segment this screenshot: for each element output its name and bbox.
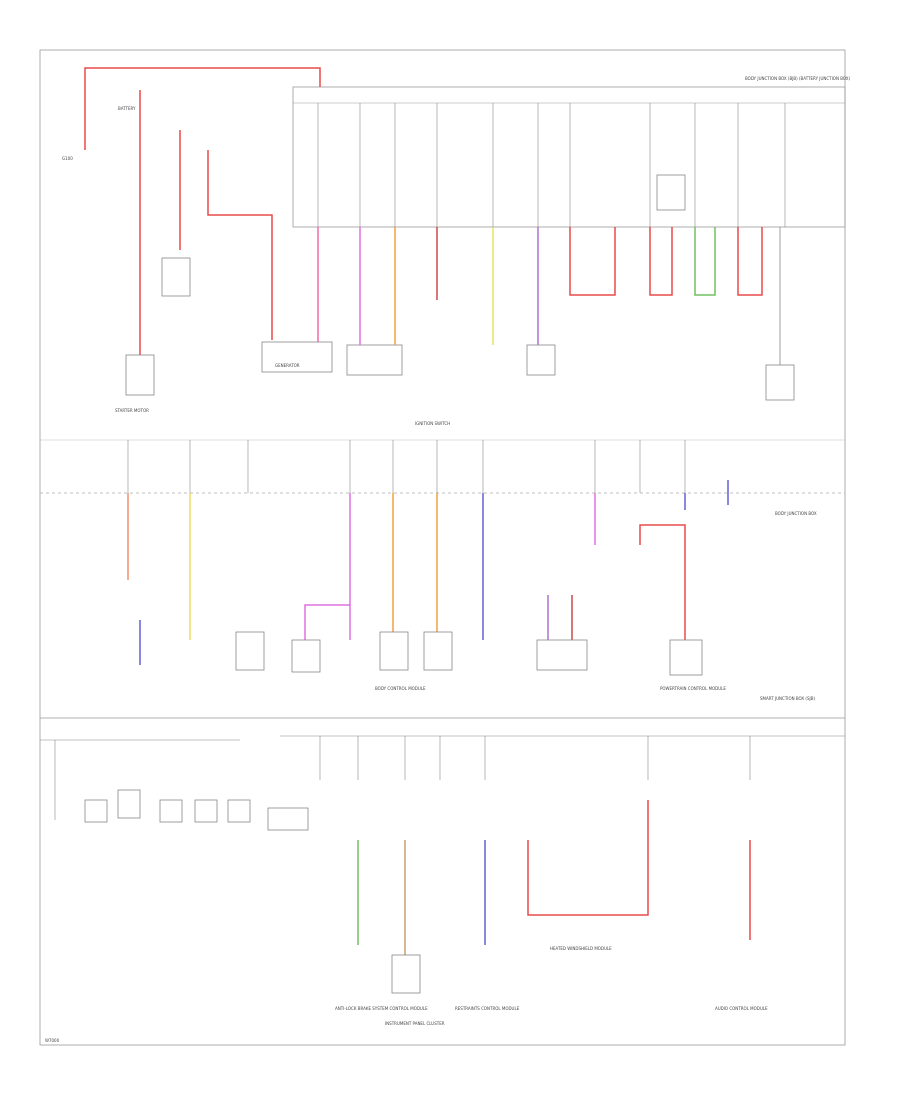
- bottom-box-2: [117, 789, 141, 819]
- fuse-drops-mid: [127, 440, 686, 493]
- wire-magenta-3: [304, 604, 350, 640]
- mid-box-5: [536, 639, 588, 671]
- bottom-box-6: [267, 807, 309, 831]
- label-starter: STARTER MOTOR: [115, 408, 149, 413]
- mid-box-3: [379, 631, 409, 671]
- label-generator: GENERATOR: [275, 363, 300, 368]
- component-box-1: [161, 257, 191, 297]
- wire-red-5: [527, 800, 649, 916]
- label-bottom-module-b: INSTRUMENT PANEL CLUSTER: [385, 1021, 445, 1026]
- generator-box: [261, 341, 333, 373]
- component-box-4: [765, 364, 795, 401]
- label-battery: BATTERY: [118, 106, 136, 111]
- wire-green-loop: [694, 227, 716, 296]
- bottom-box-4: [194, 799, 218, 823]
- outer-frame: [39, 49, 846, 1046]
- component-box-3: [526, 344, 556, 376]
- label-ground: G100: [62, 156, 73, 161]
- mid-box-4: [423, 631, 453, 671]
- fuse-drops-top: [317, 103, 786, 227]
- mid-box-1: [235, 631, 265, 671]
- label-ignition: IGNITION SWITCH: [415, 421, 450, 426]
- label-mid-module: BODY CONTROL MODULE: [375, 686, 426, 691]
- wire-red-4: [639, 524, 686, 640]
- battery-wire: [84, 67, 321, 87]
- label-top-right: BODY JUNCTION BOX (BJB) (BATTERY JUNCTIO…: [745, 76, 851, 81]
- label-bottom-right-lbl: AUDIO CONTROL MODULE: [715, 1006, 768, 1011]
- label-right-block: BODY JUNCTION BOX: [775, 511, 817, 516]
- generator-wire: [207, 150, 273, 340]
- label-right-module: POWERTRAIN CONTROL MODULE: [660, 686, 726, 691]
- label-bottom-right: SMART JUNCTION BOX (SJB): [760, 696, 815, 701]
- bottom-box-3: [159, 799, 183, 823]
- wire-red-loop-1: [569, 227, 616, 296]
- component-box-2: [346, 344, 403, 376]
- label-bottom-center: HEATED WINDSHIELD MODULE: [550, 946, 612, 951]
- wire-red-loop-2: [649, 227, 673, 296]
- relay-box: [656, 174, 686, 211]
- bottom-box-1: [84, 799, 108, 823]
- fuse-drops-bottom: [40, 735, 845, 820]
- bottom-box-7: [391, 954, 421, 994]
- label-bottom-module-c: RESTRAINTS CONTROL MODULE: [455, 1006, 520, 1011]
- mid-box-2: [291, 639, 321, 673]
- starter-motor-box: [125, 354, 155, 396]
- mid-box-6: [669, 639, 703, 676]
- wire-red-loop-3: [737, 227, 763, 296]
- bottom-box-5: [227, 799, 251, 823]
- diagram-code: W7000: [45, 1038, 60, 1043]
- label-bottom-module-a: ANTI-LOCK BRAKE SYSTEM CONTROL MODULE: [335, 1006, 428, 1011]
- battery-junction-box: [292, 86, 846, 228]
